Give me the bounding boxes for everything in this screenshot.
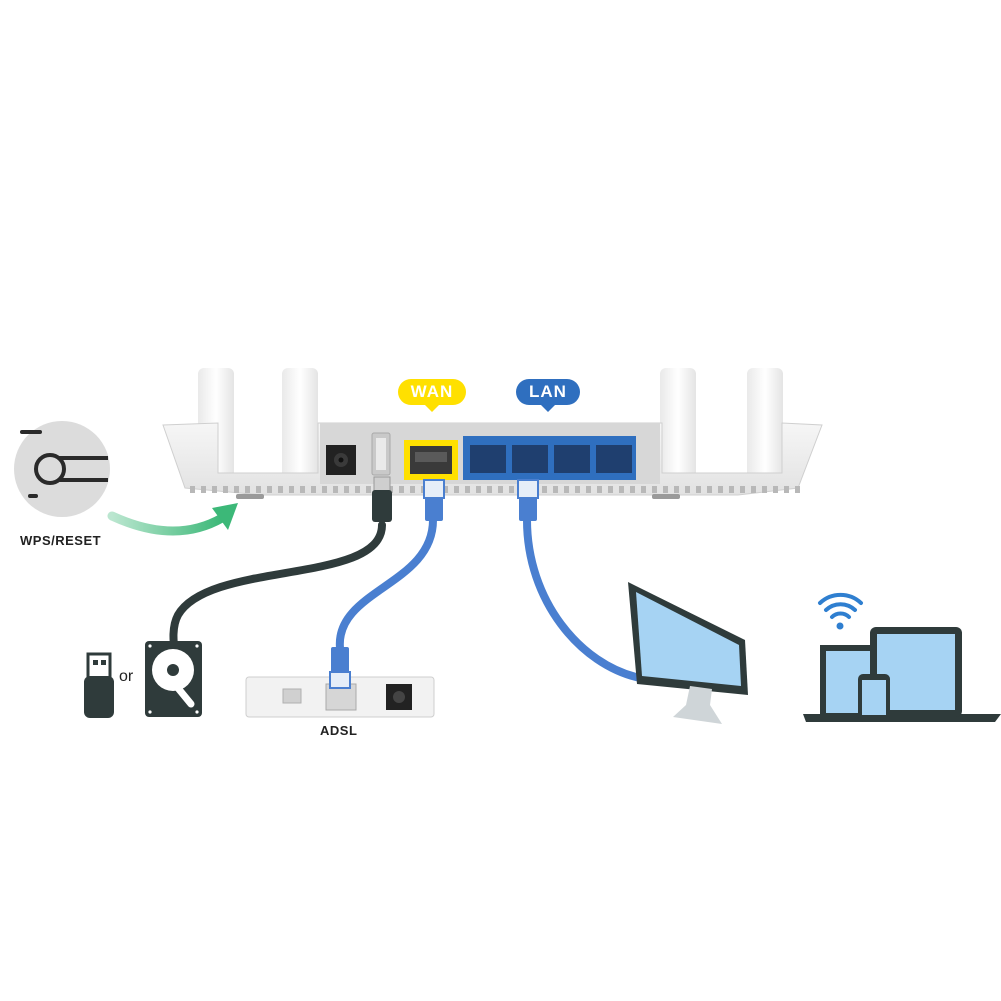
- antenna: [282, 368, 318, 480]
- hard-drive-icon: [145, 641, 202, 717]
- power-port-pin: [338, 457, 344, 463]
- vent-slot: [696, 486, 701, 493]
- vent-slot: [597, 486, 602, 493]
- vent-slot: [795, 486, 800, 493]
- vent-slot: [509, 486, 514, 493]
- vent-slot: [586, 486, 591, 493]
- vent-slot: [685, 486, 690, 493]
- vent-slot: [663, 486, 668, 493]
- or-label: or: [119, 668, 134, 685]
- vent-slot: [707, 486, 712, 493]
- vent-slot: [553, 486, 558, 493]
- wps-reset-label: WPS/RESET: [20, 533, 102, 548]
- vent-slot: [542, 486, 547, 493]
- vent-slot: [498, 486, 503, 493]
- adsl-rj45-plug: [329, 647, 351, 689]
- lan-port-1: [470, 445, 506, 473]
- usb-plug: [372, 476, 392, 522]
- wan-port-pins: [415, 452, 447, 462]
- vent-slot: [267, 486, 272, 493]
- vent-slot: [729, 486, 734, 493]
- vent-slot: [619, 486, 624, 493]
- lan-label: LAN: [516, 379, 580, 412]
- vent-slot: [366, 486, 371, 493]
- vent-slot: [355, 486, 360, 493]
- vent-slot: [630, 486, 635, 493]
- vent-slot: [278, 486, 283, 493]
- vent-slot: [784, 486, 789, 493]
- lan-ports: [470, 445, 632, 473]
- lan-port-2: [512, 445, 548, 473]
- vent-slot: [201, 486, 206, 493]
- vent-slot: [212, 486, 217, 493]
- router: [162, 368, 823, 499]
- vent-slot: [234, 486, 239, 493]
- wan-rj45-plug: [423, 479, 445, 521]
- vent-slot: [641, 486, 646, 493]
- vent-slot: [223, 486, 228, 493]
- vent-slot: [762, 486, 767, 493]
- router-foot: [652, 494, 680, 499]
- wps-reset-button-icon: [14, 421, 110, 517]
- vent-slot: [652, 486, 657, 493]
- adsl-label: ADSL: [320, 723, 358, 738]
- vent-slot: [476, 486, 481, 493]
- vent-slot: [575, 486, 580, 493]
- router-foot: [236, 494, 264, 499]
- vent-slot: [740, 486, 745, 493]
- vent-slot: [773, 486, 778, 493]
- antenna: [747, 368, 783, 480]
- adsl-phone-port: [282, 688, 302, 704]
- vent-slot: [344, 486, 349, 493]
- vent-slot: [564, 486, 569, 493]
- lan-port-4: [596, 445, 632, 473]
- laptop-tablet-phone-icon: [803, 627, 1001, 722]
- cables: [169, 516, 644, 682]
- vent-slot: [608, 486, 613, 493]
- lan-cable: [523, 516, 644, 682]
- lan-port-3: [554, 445, 590, 473]
- desktop-monitor-icon: [628, 582, 748, 724]
- vent-slot: [300, 486, 305, 493]
- arrow-icon: [107, 503, 238, 536]
- vent-slot: [751, 486, 756, 493]
- usb-flash-drive-icon: [84, 652, 114, 718]
- vent-slot: [674, 486, 679, 493]
- vent-slot: [289, 486, 294, 493]
- adsl-modem: [245, 676, 435, 718]
- vent-slot: [322, 486, 327, 493]
- usb-port-slot: [376, 438, 386, 470]
- vent-slot: [443, 486, 448, 493]
- vent-slot: [311, 486, 316, 493]
- lan-rj45-plug: [517, 479, 539, 521]
- vent-slot: [718, 486, 723, 493]
- vent-slot: [190, 486, 195, 493]
- vent-slot: [410, 486, 415, 493]
- vent-slot: [487, 486, 492, 493]
- vent-slot: [454, 486, 459, 493]
- vent-slot: [333, 486, 338, 493]
- wan-label: WAN: [398, 379, 466, 412]
- wifi-icon: [818, 592, 863, 630]
- antenna: [660, 368, 696, 480]
- vent-slot: [256, 486, 261, 493]
- vent-slot: [245, 486, 250, 493]
- vent-slot: [465, 486, 470, 493]
- usb-cable: [169, 521, 386, 659]
- vent-slot: [399, 486, 404, 493]
- wan-cable: [335, 516, 437, 652]
